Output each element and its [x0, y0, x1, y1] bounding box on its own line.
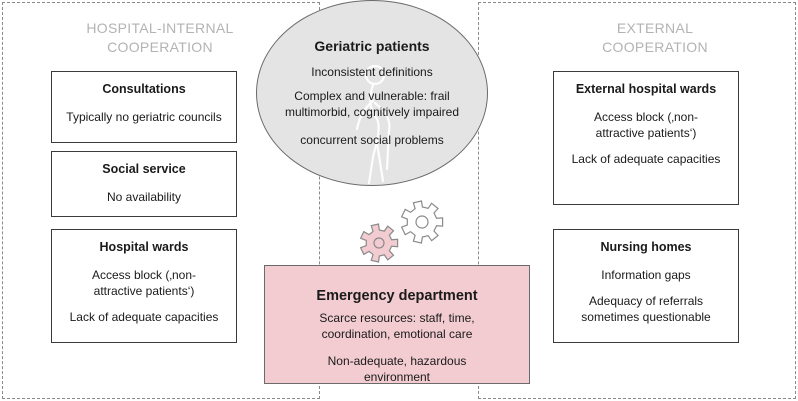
nursing-homes-item: Adequacy of referrals sometimes question… — [581, 294, 711, 324]
hospital-wards-title: Hospital wards — [99, 240, 189, 254]
external-title: EXTERNAL COOPERATION — [602, 20, 708, 55]
geriatric-title: Geriatric patients — [314, 38, 430, 54]
emergency-item: Non-adequate, hazardous environment — [327, 354, 467, 384]
elderly-person-icon — [355, 64, 391, 185]
consultations-title: Consultations — [102, 82, 186, 96]
hospital-wards-item: Lack of adequate capacities — [69, 310, 219, 324]
geriatric-item: Complex and vulnerable: frail multimorbi… — [284, 89, 460, 119]
geriatric-patients-ellipse: Geriatric patients Inconsistent definiti… — [256, 0, 488, 186]
nursing-homes-title: Nursing homes — [600, 240, 692, 254]
external-wards-item: Lack of adequate capacities — [571, 152, 721, 166]
social-service-title: Social service — [102, 162, 186, 176]
white-gear-icon — [400, 200, 444, 244]
consultations-item: Typically no geriatric councils — [66, 110, 222, 124]
consultations-box: Consultations Typically no geriatric cou… — [51, 71, 237, 143]
geriatric-item: concurrent social problems — [300, 133, 444, 147]
emergency-item: Scarce resources: staff, time, coordinat… — [319, 311, 475, 341]
nursing-homes-item: Information gaps — [601, 268, 691, 282]
social-service-box: Social service No availability — [51, 151, 237, 217]
nursing-homes-box: Nursing homes Information gaps Adequacy … — [553, 229, 739, 343]
hospital-wards-item: Access block (‚non-attractive patients‘) — [91, 268, 197, 298]
emergency-department-box: Emergency department Scarce resources: s… — [264, 265, 530, 384]
hospital-internal-title: HOSPITAL-INTERNAL COOPERATION — [86, 20, 234, 55]
hospital-wards-box: Hospital wards Access block (‚non-attrac… — [51, 229, 237, 343]
emergency-title: Emergency department — [316, 288, 478, 304]
external-panel — [478, 2, 796, 399]
external-wards-item: Access block (‚non-attractive patients‘) — [593, 110, 699, 140]
pink-gear-icon — [359, 223, 399, 263]
social-service-item: No availability — [106, 190, 182, 204]
hospital-internal-panel — [2, 2, 320, 399]
external-wards-title: External hospital wards — [575, 82, 717, 96]
external-wards-box: External hospital wards Access block (‚n… — [553, 71, 739, 205]
geriatric-item: Inconsistent definitions — [311, 65, 433, 79]
